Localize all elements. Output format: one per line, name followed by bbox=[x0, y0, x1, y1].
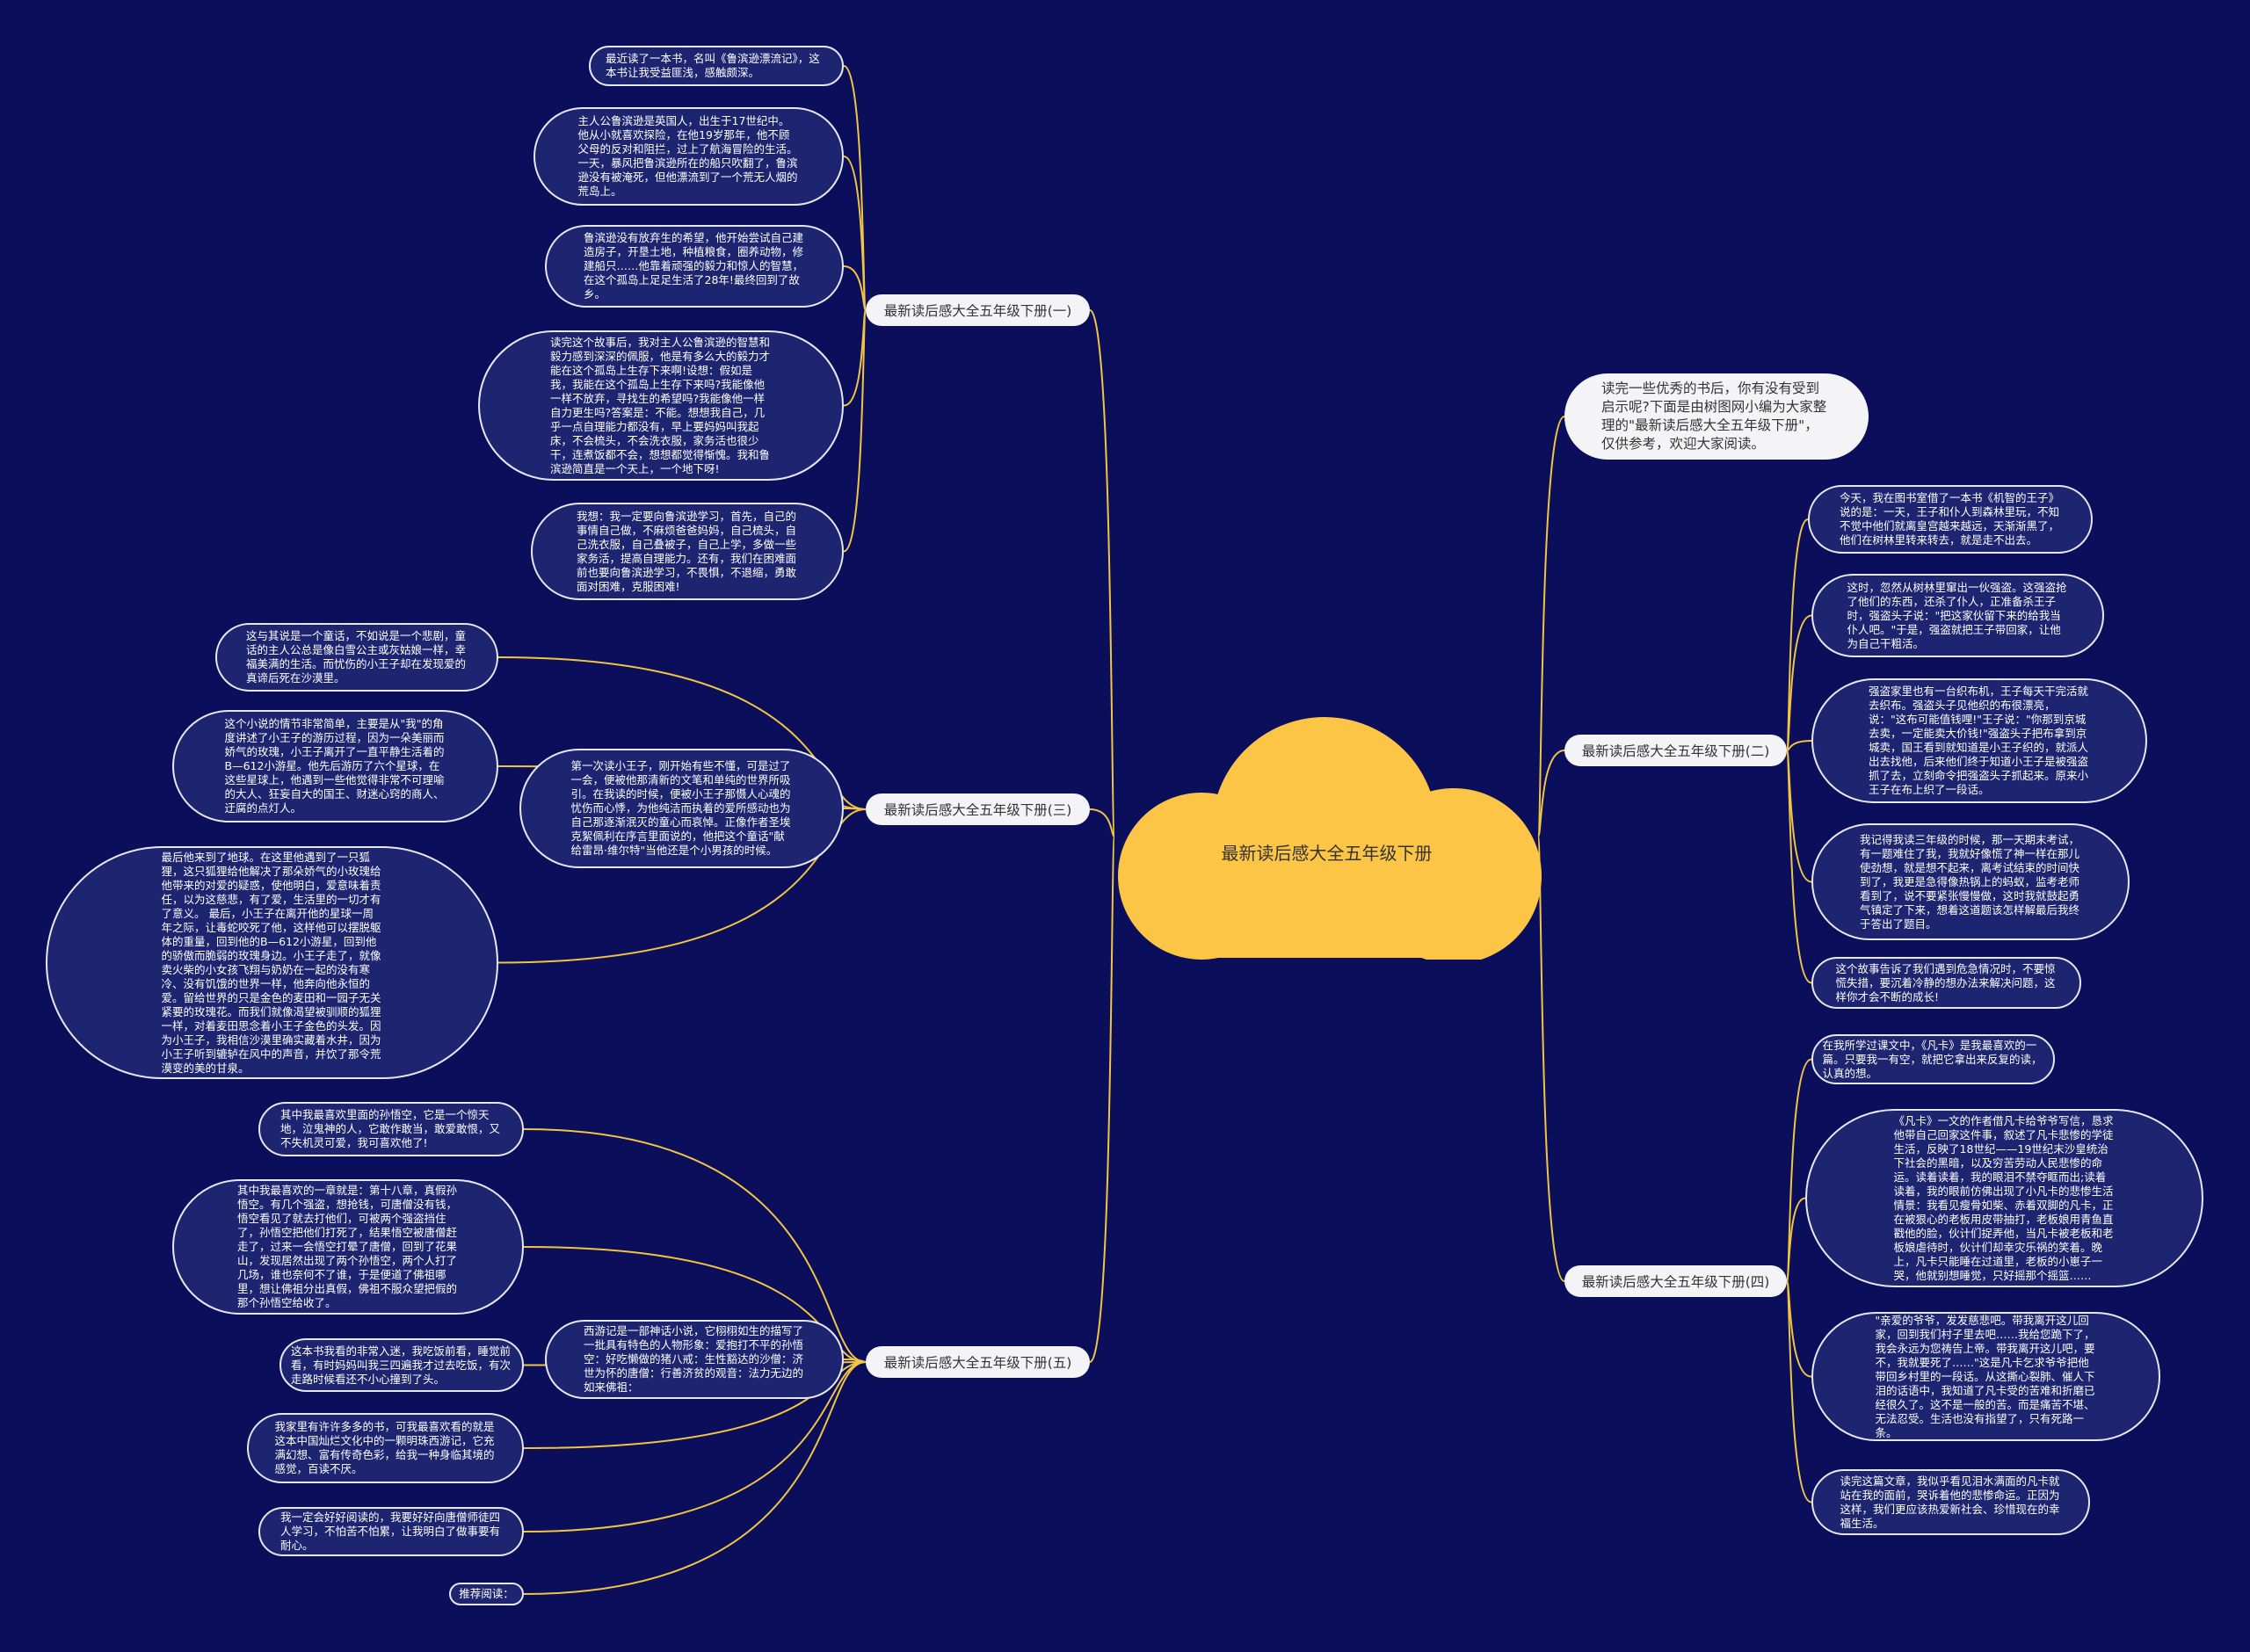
central-topic[interactable]: 最新读后感大全五年级下册 bbox=[1109, 714, 1543, 960]
leaf-node[interactable]: 读完这篇文章，我似乎看见泪水满面的凡卡就站在我的面前，哭诉着他的悲惨命运。正因为… bbox=[1811, 1469, 2090, 1535]
intro-note[interactable]: 读完一些优秀的书后，你有没有受到启示呢?下面是由树图网小编为大家整理的"最新读后… bbox=[1564, 373, 1869, 460]
leaf-node[interactable]: 我想：我一定要向鲁滨逊学习，首先，自己的事情自己做，不麻烦爸爸妈妈，自己梳头，自… bbox=[531, 503, 844, 600]
leaf-node[interactable]: 今天，我在图书室借了一本书《机智的王子》说的是：一天，王子和仆人到森林里玩，不知… bbox=[1808, 485, 2093, 554]
leaf-text: 今天，我在图书室借了一本书《机智的王子》说的是：一天，王子和仆人到森林里玩，不知… bbox=[1840, 491, 2060, 547]
leaf-connector bbox=[1786, 518, 1809, 751]
leaf-connector bbox=[1786, 1280, 1812, 1503]
leaf-node[interactable]: 读完这个故事后，我对主人公鲁滨逊的智慧和毅力感到深深的佩服，他是有多么大的毅力才… bbox=[478, 330, 844, 481]
leaf-text: 我一定会好好阅读的，我要好好向唐僧师徒四人学习，不怕苦不怕累，让我明白了做事要有… bbox=[280, 1511, 501, 1552]
branch-topic-3[interactable]: 最新读后感大全五年级下册(三) bbox=[866, 793, 1090, 825]
leaf-connector bbox=[843, 1359, 867, 1363]
leaf-text: 推荐阅读： bbox=[459, 1587, 514, 1600]
leaf-node[interactable]: 这时，忽然从树林里窜出一伙强盗。这强盗抢了他们的东西，还杀了仆人，正准备杀王子时… bbox=[1811, 574, 2104, 657]
branch-topic-5[interactable]: 最新读后感大全五年级下册(五) bbox=[866, 1346, 1090, 1378]
leaf-connector bbox=[843, 265, 867, 311]
leaf-text: 在我所学过课文中，《凡卡》是我最喜欢的一篇。只要我一有空，就把它拿出来反复的读，… bbox=[1822, 1038, 2043, 1080]
leaf-connector bbox=[1786, 614, 1812, 751]
leaf-node[interactable]: 这个小说的情节非常简单，主要是从"我"的角度讲述了小王子的游历过程，因为一朵美丽… bbox=[172, 710, 498, 822]
leaf-node[interactable]: 这本书我看的非常入迷，我吃饭前看，睡觉前看，有时妈妈叫我三四遍我才过去吃饭，有次… bbox=[279, 1338, 524, 1392]
leaf-text: "亲爱的爷爷，发发慈悲吧。带我离开这儿回家，回到我们村子里去吧……我给您跪下了，… bbox=[1875, 1313, 2095, 1439]
leaf-text: 这时，忽然从树林里窜出一伙强盗。这强盗抢了他们的东西，还杀了仆人，正准备杀王子时… bbox=[1847, 580, 2067, 650]
leaf-text: 我记得我读三年级的时候，那一天期末考试，有一题难住了我，我就好像慌了神一样在那儿… bbox=[1860, 832, 2080, 931]
leaf-text: 最后他来到了地球。在这里他遇到了一只狐狸，这只狐狸给他解决了那朵娇气的小玫瑰给他… bbox=[161, 850, 381, 1075]
leaf-connector bbox=[1786, 1280, 1812, 1378]
leaf-connector bbox=[843, 65, 867, 311]
leaf-node[interactable]: 最近读了一本书，名叫《鲁滨逊漂流记》，这本书让我受益匪浅，感触颇深。 bbox=[589, 46, 844, 86]
leaf-text: 我家里有许许多多的书，可我最喜欢看的就是这本中国灿烂文化中的一颗明珠西游记，它充… bbox=[274, 1420, 495, 1475]
leaf-text: 最近读了一本书，名叫《鲁滨逊漂流记》，这本书让我受益匪浅，感触颇深。 bbox=[606, 52, 820, 79]
leaf-text: 鲁滨逊没有放弃生的希望，他开始尝试自己建造房子，开垦土地，种植粮食，圈养动物，修… bbox=[584, 231, 804, 301]
leaf-node[interactable]: 强盗家里也有一台织布机，王子每天干完活就去织布。强盗头子见他织的布很漂亮，说："… bbox=[1811, 678, 2147, 803]
leaf-node[interactable]: 这个故事告诉了我们遇到危急情况时，不要惊慌失措，要沉着冷静的想办法来解决问题，这… bbox=[1811, 957, 2081, 1009]
leaf-node[interactable]: 我记得我读三年级的时候，那一天期末考试，有一题难住了我，我就好像慌了神一样在那儿… bbox=[1811, 823, 2130, 940]
branch-topic-4[interactable]: 最新读后感大全五年级下册(四) bbox=[1564, 1265, 1787, 1297]
leaf-node[interactable]: 第一次读小王子，刚开始有些不懂，可是过了一会，便被他那清新的文笔和单纯的世界所吸… bbox=[519, 749, 844, 868]
leaf-text: 读完这篇文章，我似乎看见泪水满面的凡卡就站在我的面前，哭诉着他的悲惨命运。正因为… bbox=[1840, 1474, 2060, 1530]
leaf-text: 其中我最喜欢里面的孙悟空，它是一个惊天地，泣鬼神的人，它敢作敢当，敢爱敢恨，又不… bbox=[280, 1108, 501, 1149]
central-topic-text: 最新读后感大全五年级下册 bbox=[1221, 843, 1433, 864]
leaf-text: 西游记是一部神话小说，它栩栩如生的描写了一批具有特色的人物形象：爱抱打不平的孙悟… bbox=[584, 1324, 804, 1394]
leaf-node[interactable]: 西游记是一部神话小说，它栩栩如生的描写了一批具有特色的人物形象：爱抱打不平的孙悟… bbox=[545, 1320, 844, 1399]
leaf-text: 主人公鲁滨逊是英国人，出生于17世纪中。他从小就喜欢探险，在他19岁那年，他不顾… bbox=[577, 114, 798, 198]
leaf-text: 其中我最喜欢的一章就是：第十八章，真假孙悟空。有几个强盗，想抢钱，可唐僧没有钱，… bbox=[237, 1184, 458, 1309]
leaf-node[interactable]: 我一定会好好阅读的，我要好好向唐僧师徒四人学习，不怕苦不怕累，让我明白了做事要有… bbox=[258, 1507, 524, 1556]
cloud-shape bbox=[1118, 717, 1542, 960]
leaf-node[interactable]: 主人公鲁滨逊是英国人，出生于17世纪中。他从小就喜欢探险，在他19岁那年，他不顾… bbox=[533, 107, 844, 206]
leaf-text: 《凡卡》一文的作者借凡卡给爷爷写信，恳求他带自己回家这件事，叙述了凡卡悲惨的学徒… bbox=[1893, 1113, 2114, 1282]
leaf-node[interactable]: 我家里有许许多多的书，可我最喜欢看的就是这本中国灿烂文化中的一颗明珠西游记，它充… bbox=[247, 1413, 524, 1483]
leaf-node[interactable]: "亲爱的爷爷，发发慈悲吧。带我离开这儿回家，回到我们村子里去吧……我给您跪下了，… bbox=[1811, 1312, 2160, 1441]
leaf-connector bbox=[1786, 1197, 1806, 1282]
leaf-node[interactable]: 《凡卡》一文的作者借凡卡给爷爷写信，恳求他带自己回家这件事，叙述了凡卡悲惨的学徒… bbox=[1805, 1109, 2203, 1287]
leaf-connector bbox=[1786, 750, 1812, 883]
leaf-node[interactable]: 这与其说是一个童话，不如说是一个悲剧，童话的主人公总是像白雪公主或灰姑娘一样，幸… bbox=[215, 623, 498, 692]
leaf-text: 读完这个故事后，我对主人公鲁滨逊的智慧和毅力感到深深的佩服，他是有多么大的毅力才… bbox=[550, 335, 771, 475]
leaf-connector bbox=[843, 309, 867, 407]
leaf-connector bbox=[843, 156, 867, 311]
leaf-text: 第一次读小王子，刚开始有些不懂，可是过了一会，便被他那清新的文笔和单纯的世界所吸… bbox=[570, 759, 791, 857]
leaf-connector bbox=[1786, 750, 1812, 984]
leaf-node[interactable]: 在我所学过课文中，《凡卡》是我最喜欢的一篇。只要我一有空，就把它拿出来反复的读，… bbox=[1811, 1034, 2055, 1084]
branch-topic-1[interactable]: 最新读后感大全五年级下册(一) bbox=[866, 294, 1090, 326]
leaf-node[interactable]: 鲁滨逊没有放弃生的希望，他开始尝试自己建造房子，开垦土地，种植粮食，圈养动物，修… bbox=[545, 225, 844, 308]
leaf-text: 这个小说的情节非常简单，主要是从"我"的角度讲述了小王子的游历过程，因为一朵美丽… bbox=[224, 717, 445, 815]
recommended-reading-node[interactable]: 推荐阅读： bbox=[449, 1583, 524, 1605]
leaf-node[interactable]: 其中我最喜欢的一章就是：第十八章，真假孙悟空。有几个强盗，想抢钱，可唐僧没有钱，… bbox=[172, 1179, 524, 1315]
leaf-node[interactable]: 最后他来到了地球。在这里他遇到了一只狐狸，这只狐狸给他解决了那朵娇气的小玫瑰给他… bbox=[46, 846, 498, 1079]
leaf-text: 我想：我一定要向鲁滨逊学习，首先，自己的事情自己做，不麻烦爸爸妈妈，自己梳头，自… bbox=[577, 509, 797, 593]
branch-topic-2[interactable]: 最新读后感大全五年级下册(二) bbox=[1564, 735, 1787, 766]
leaf-connector bbox=[1786, 740, 1812, 751]
leaf-connector bbox=[843, 309, 867, 553]
leaf-text: 这本书我看的非常入迷，我吃饭前看，睡觉前看，有时妈妈叫我三四遍我才过去吃饭，有次… bbox=[291, 1344, 512, 1386]
leaf-text: 这个故事告诉了我们遇到危急情况时，不要惊慌失措，要沉着冷静的想办法来解决问题，这… bbox=[1835, 961, 2056, 1004]
leaf-text: 强盗家里也有一台织布机，王子每天干完活就去织布。强盗头子见他织的布很漂亮，说："… bbox=[1869, 685, 2089, 796]
leaf-node[interactable]: 其中我最喜欢里面的孙悟空，它是一个惊天地，泣鬼神的人，它敢作敢当，敢爱敢恨，又不… bbox=[258, 1102, 524, 1156]
leaf-connector bbox=[1786, 1058, 1812, 1282]
leaf-connector bbox=[843, 808, 867, 810]
intro-text: 读完一些优秀的书后，你有没有受到启示呢?下面是由树图网小编为大家整理的"最新读后… bbox=[1601, 380, 1827, 452]
leaf-text: 这与其说是一个童话，不如说是一个悲剧，童话的主人公总是像白雪公主或灰姑娘一样，幸… bbox=[246, 629, 467, 685]
